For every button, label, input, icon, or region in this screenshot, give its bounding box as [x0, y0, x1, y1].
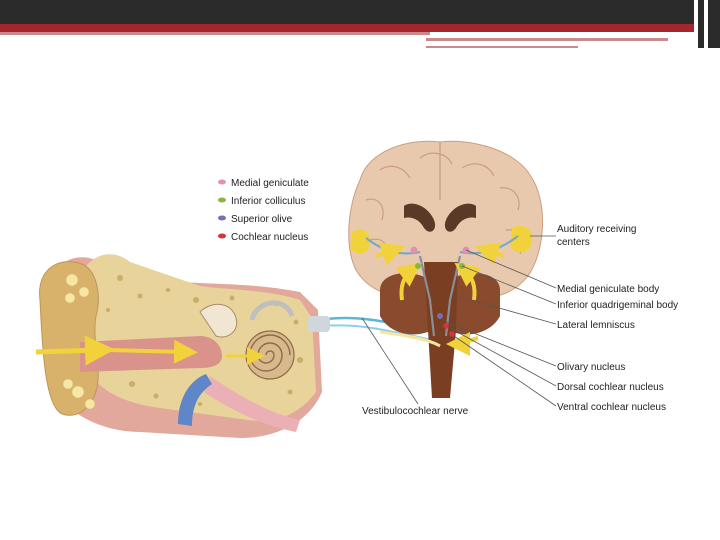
legend-label: Cochlear nucleus: [231, 232, 308, 243]
ossicles: [199, 303, 238, 338]
legend-swatch-medial-geniculate: [218, 179, 226, 185]
leader-vestibulocochlear: [361, 317, 419, 405]
legend-item: Superior olive: [218, 214, 293, 225]
eustachian-tube: [204, 376, 300, 432]
slide-corner-bars: [694, 0, 720, 48]
legend-item: Medial geniculate: [218, 178, 309, 189]
slide-stripe-short: [426, 46, 578, 48]
label-vestibulocochlear-nerve: Vestibulocochlear nerve: [362, 406, 469, 417]
label-medial-geniculate-body: Medial geniculate body: [557, 284, 659, 295]
legend-item: Cochlear nucleus: [218, 232, 308, 243]
label-dorsal-cochlear-nucleus: Dorsal cochlear nucleus: [557, 382, 664, 393]
auditory-cortex-left: [350, 229, 371, 254]
slide-stripe-left: [0, 32, 430, 35]
auditory-cortex-right: [510, 225, 533, 253]
superior-olive: [437, 313, 443, 319]
label-lateral-lemniscus: Lateral lemniscus: [557, 320, 635, 331]
slide-accent-bar: [0, 24, 720, 32]
medial-geniculate-left: [410, 246, 418, 254]
ear-canal: [80, 336, 222, 372]
brainstem: [424, 262, 458, 398]
legend: Medial geniculate Inferior colliculus Su…: [218, 178, 309, 243]
slide-stripe-mid: [426, 38, 668, 41]
fat-tissue: [62, 273, 96, 410]
legend-label: Medial geniculate: [231, 178, 309, 189]
cerebellum-left: [380, 273, 432, 335]
label-olivary-nucleus: Olivary nucleus: [557, 362, 625, 373]
sound-arrows: [35, 335, 265, 366]
nerve-sheath: [308, 316, 330, 332]
pathway-arrows: [375, 242, 505, 356]
legend-label: Superior olive: [231, 214, 293, 225]
ventricle-right: [444, 203, 476, 232]
cochlear-nucleus-2: [449, 331, 455, 337]
ventricle-left: [404, 203, 436, 232]
legend-item: Inferior colliculus: [218, 196, 305, 207]
label-auditory-receiving: Auditory receiving: [557, 224, 636, 235]
legend-swatch-cochlear-nucleus: [218, 233, 226, 239]
legend-swatch-inferior-colliculus: [218, 197, 226, 203]
ear-cross-section: [39, 254, 322, 438]
inferior-colliculus-left: [415, 263, 421, 269]
semicircular-canals: [249, 300, 295, 321]
cochlea-spiral: [249, 334, 291, 372]
brain-coronal-section: [348, 140, 544, 398]
label-inferior-quadrigeminal-body: Inferior quadrigeminal body: [557, 300, 678, 311]
cerebellum-right: [448, 273, 500, 335]
label-ventral-cochlear-nucleus: Ventral cochlear nucleus: [557, 402, 666, 413]
cochlear-nucleus-1: [443, 323, 449, 329]
label-auditory-centers: centers: [557, 237, 590, 248]
jugular-vein: [178, 374, 212, 426]
bone-pores: [106, 275, 303, 406]
leader-lines: [445, 235, 557, 407]
legend-label: Inferior colliculus: [231, 196, 305, 207]
legend-swatch-superior-olive: [218, 215, 226, 221]
slide-top-bar: [0, 0, 720, 24]
